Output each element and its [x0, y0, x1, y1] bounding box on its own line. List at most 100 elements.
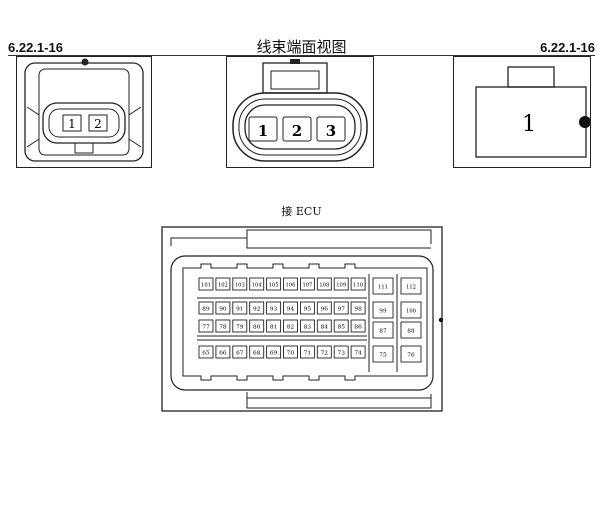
ecu-pin-number: 70 — [287, 350, 295, 356]
connector-b-pin: 2 — [292, 122, 302, 140]
ecu-pin-cavity — [198, 277, 214, 291]
ecu-pin-number: 100 — [406, 308, 416, 314]
ecu-pin-number: 112 — [406, 284, 416, 290]
ecu-pin-cavity — [232, 319, 248, 333]
ecu-pin-number: 91 — [236, 306, 243, 312]
ecu-pin-number: 97 — [338, 306, 346, 312]
ecu-pin-number: 104 — [252, 282, 263, 288]
ecu-pin-number: 90 — [219, 306, 227, 312]
ecu-pin-cavity — [333, 277, 349, 291]
ecu-pin-cavity — [198, 319, 214, 333]
ecu-pin-cavity — [316, 319, 332, 333]
ecu-pin-number: 86 — [354, 324, 362, 330]
ecu-pin-number: 87 — [379, 328, 387, 334]
ecu-pin-cavity — [316, 301, 332, 315]
ecu-pin-cavity — [350, 301, 366, 315]
ecu-pin-number: 107 — [302, 282, 312, 288]
ecu-pin-cavity — [372, 345, 394, 363]
page-title: 线束端面视图 — [256, 38, 347, 56]
ecu-pin-number: 66 — [219, 350, 227, 356]
connector-a-view: 1 2 — [16, 56, 152, 168]
page-code-left: 6.22.1-16 — [8, 40, 63, 55]
ecu-pin-cavity — [350, 277, 366, 291]
ecu-pin-cavity — [198, 345, 214, 359]
ecu-pin-number: 98 — [354, 306, 362, 312]
ecu-pin-number: 94 — [287, 306, 295, 312]
ecu-pin-cavity — [283, 277, 298, 291]
ecu-pin-cavity — [266, 301, 282, 315]
ecu-pin-number: 80 — [253, 324, 261, 330]
ecu-pin-cavity — [232, 277, 248, 291]
ecu-pin-number: 69 — [270, 350, 278, 356]
ecu-pin-number: 101 — [201, 282, 211, 288]
ecu-pin-number: 74 — [354, 350, 362, 356]
ecu-pin-number: 77 — [202, 324, 210, 330]
ecu-pin-cavity — [299, 345, 315, 359]
ecu-pin-number: 109 — [336, 282, 346, 288]
ecu-pin-cavity — [299, 319, 315, 333]
ecu-pin-cavity — [333, 319, 349, 333]
ecu-pin-cavity — [372, 277, 394, 295]
ecu-pin-number: 85 — [338, 324, 346, 330]
ecu-pin-number: 82 — [287, 324, 295, 330]
ecu-pin-cavity — [249, 301, 265, 315]
ecu-pin-number: 89 — [202, 306, 210, 312]
ecu-pin-cavity — [400, 301, 422, 319]
ecu-pin-number: 81 — [270, 324, 277, 330]
ecu-pin-number: 110 — [353, 282, 363, 288]
ecu-pin-number: 68 — [253, 350, 261, 356]
ecu-pin-cavity — [249, 277, 265, 291]
ecu-pin-number: 95 — [304, 306, 312, 312]
ecu-pin-cavity — [232, 301, 248, 315]
ecu-pin-cavity — [316, 277, 332, 291]
ecu-pin-cavity — [198, 301, 214, 315]
ecu-pin-number: 84 — [321, 324, 329, 330]
ecu-pin-cavity — [299, 301, 315, 315]
ecu-pin-number: 65 — [202, 350, 210, 356]
ecu-pin-number: 111 — [378, 284, 388, 290]
connector-c-view: 1 — [453, 56, 591, 168]
connector-b-view: 1 2 3 — [226, 56, 374, 168]
ecu-pin-cavity — [333, 345, 349, 359]
ecu-pin-number: 73 — [338, 350, 346, 356]
ecu-pin-number: 75 — [379, 352, 387, 358]
ecu-pin-cavity — [350, 345, 366, 359]
ecu-pin-number: 108 — [319, 282, 329, 288]
ecu-pin-cavity — [266, 345, 282, 359]
ecu-pin-cavity — [215, 345, 231, 359]
ecu-pin-cavity — [266, 319, 282, 333]
ecu-pin-cavity — [283, 345, 298, 359]
ecu-pin-cavity — [215, 319, 231, 333]
connector-a-pin: 2 — [94, 117, 102, 131]
ecu-pin-cavity — [372, 321, 394, 339]
ecu-pin-number: 92 — [253, 306, 261, 312]
ecu-pin-cavity — [232, 345, 248, 359]
connector-b-pin: 1 — [258, 122, 268, 140]
header-rule — [8, 55, 595, 56]
ecu-pin-number: 67 — [236, 350, 244, 356]
connector-c-pin: 1 — [522, 112, 536, 137]
ecu-pin-cavity — [249, 345, 265, 359]
ecu-pin-cavity — [350, 319, 366, 333]
ecu-pin-number: 102 — [218, 282, 228, 288]
ecu-pin-number: 96 — [321, 306, 329, 312]
ecu-pin-cavity — [400, 345, 422, 363]
ecu-pin-number: 78 — [219, 324, 227, 330]
ecu-pin-number: 99 — [379, 308, 387, 314]
page-code-right: 6.22.1-16 — [540, 40, 595, 55]
ecu-pin-cavity — [333, 301, 349, 315]
ecu-pin-number: 76 — [407, 352, 415, 358]
ecu-pin-cavity — [400, 321, 422, 339]
ecu-pin-cavity — [266, 277, 282, 291]
ecu-pin-cavity — [400, 277, 422, 295]
ecu-pin-cavity — [372, 301, 394, 319]
ecu-pin-number: 88 — [407, 328, 415, 334]
ecu-pin-cavity — [249, 319, 265, 333]
ecu-connector-label: 接 ECU — [281, 205, 322, 218]
ecu-pin-number: 105 — [269, 282, 279, 288]
ecu-pin-number: 71 — [304, 350, 311, 356]
ecu-pin-number: 72 — [321, 350, 329, 356]
ecu-pin-cavity — [283, 301, 298, 315]
ecu-pin-number: 93 — [270, 306, 278, 312]
